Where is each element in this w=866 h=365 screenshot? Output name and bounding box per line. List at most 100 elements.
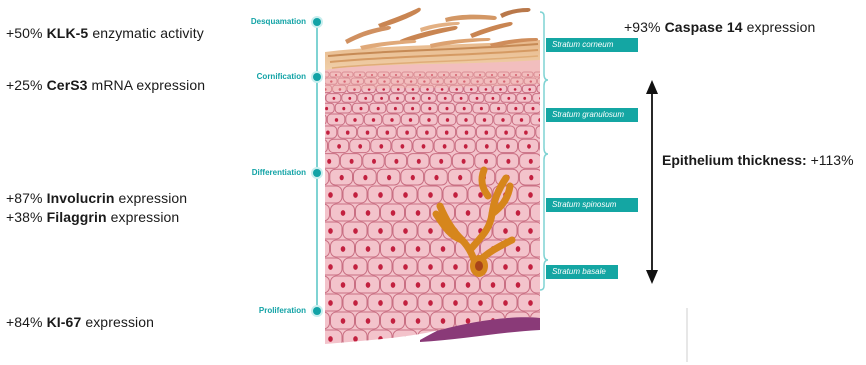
flake-shape	[500, 8, 531, 18]
cell	[543, 169, 566, 185]
nucleus	[528, 88, 531, 91]
nucleus	[372, 118, 375, 122]
nucleus	[541, 354, 546, 360]
nucleus	[503, 228, 508, 234]
nucleus	[372, 159, 376, 164]
nucleus	[394, 107, 397, 110]
nucleus	[464, 144, 468, 149]
cell	[456, 348, 480, 365]
cell	[543, 330, 567, 347]
thickness-value: +113%	[807, 152, 854, 168]
nucleus	[462, 159, 466, 164]
stage-label-cornification: Cornification	[257, 72, 306, 81]
nucleus	[366, 354, 371, 360]
nucleus	[443, 144, 447, 149]
nucleus	[353, 336, 358, 342]
nucleus	[466, 210, 471, 216]
nucleus	[391, 318, 396, 324]
nucleus	[346, 131, 350, 135]
nucleus	[464, 118, 467, 122]
nucleus	[378, 336, 383, 342]
nucleus	[341, 318, 346, 324]
nucleus	[378, 264, 383, 270]
nucleus	[363, 175, 367, 180]
nucleus	[548, 144, 552, 149]
nucleus	[501, 118, 504, 122]
nucleus	[337, 144, 341, 149]
cell	[310, 94, 325, 103]
nucleus	[470, 88, 473, 91]
cell	[381, 348, 405, 365]
nucleus	[460, 97, 463, 100]
nucleus	[358, 144, 362, 149]
nucleus	[403, 264, 408, 270]
cell	[431, 348, 455, 365]
nucleus	[340, 175, 344, 180]
stage-dot-proliferation	[313, 307, 321, 315]
thickness-arrow	[646, 80, 658, 284]
cell	[356, 348, 380, 365]
nucleus	[416, 354, 421, 360]
layer-label-basale: Stratum basale	[546, 265, 618, 279]
nucleus	[466, 318, 471, 324]
nucleus	[478, 336, 483, 342]
nucleus	[403, 336, 408, 342]
layer-label-corneum: Stratum corneum	[546, 38, 638, 52]
nucleus	[405, 131, 409, 135]
nucleus	[342, 107, 345, 110]
nucleus	[428, 300, 433, 306]
nucleus	[453, 192, 458, 198]
stage-dot-desquamation	[313, 18, 321, 26]
nucleus	[416, 246, 421, 252]
nucleus	[328, 192, 333, 198]
stage-label-proliferation: Proliferation	[259, 306, 306, 315]
nucleus	[386, 131, 390, 135]
nucleus	[529, 175, 533, 180]
nucleus	[328, 264, 333, 270]
nucleus	[325, 107, 328, 110]
nucleus	[428, 228, 433, 234]
nucleus	[341, 282, 346, 288]
stage-label-desquamation: Desquamation	[251, 17, 306, 26]
cell	[543, 294, 567, 311]
nucleus	[428, 107, 431, 110]
nucleus	[403, 228, 408, 234]
stage-dot-cornification	[313, 73, 321, 81]
nucleus	[444, 97, 447, 100]
cell	[543, 222, 567, 239]
nucleus	[366, 246, 371, 252]
nucleus	[504, 131, 508, 135]
nucleus	[491, 282, 496, 288]
nucleus	[485, 88, 488, 91]
nucleus	[353, 264, 358, 270]
nucleus	[378, 300, 383, 306]
cell	[506, 348, 530, 365]
nucleus	[417, 159, 421, 164]
nucleus	[426, 88, 429, 91]
nucleus	[366, 210, 371, 216]
nucleus	[316, 354, 321, 360]
nucleus	[353, 228, 358, 234]
nucleus	[328, 228, 333, 234]
cell	[309, 114, 327, 125]
nucleus	[380, 97, 383, 100]
nucleus	[553, 175, 557, 180]
nucleus	[396, 97, 399, 100]
nucleus	[411, 175, 415, 180]
nucleus	[503, 264, 508, 270]
nucleus	[523, 97, 526, 100]
cell	[518, 330, 542, 347]
nucleus	[491, 354, 496, 360]
nucleus	[379, 144, 383, 149]
nucleus	[532, 107, 535, 110]
nucleus	[476, 97, 479, 100]
nucleus	[391, 282, 396, 288]
cell	[481, 348, 505, 365]
nucleus	[528, 264, 533, 270]
nucleus	[327, 159, 331, 164]
nucleus	[520, 118, 523, 122]
nucleus	[378, 192, 383, 198]
nucleus	[455, 88, 458, 91]
nucleus	[527, 144, 531, 149]
nucleus	[366, 282, 371, 288]
